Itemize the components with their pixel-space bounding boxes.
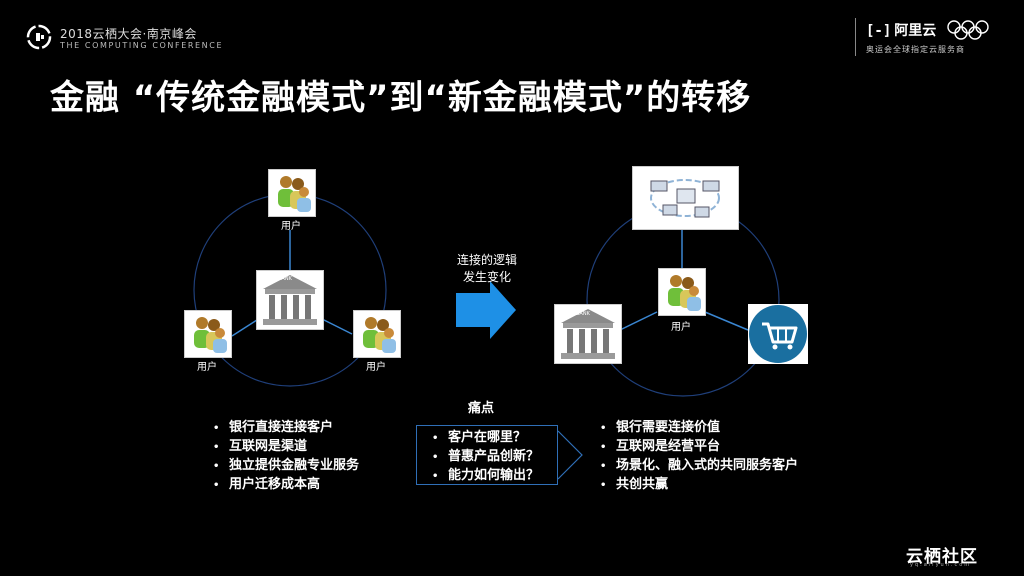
list-item: 普惠产品创新？ [432,448,539,467]
user-group-icon [184,310,232,358]
shopping-cart-card [748,304,808,364]
slide-title: 金融 “传统金融模式”到“新金融模式”的转移 [50,78,752,118]
arrow-caption-line2: 发生变化 [462,270,511,284]
olympic-rings-icon [947,20,989,40]
pain-points-list: 客户在哪里？ 普惠产品创新？ 能力如何输出？ [432,429,539,486]
aliyun-brand-text: 阿里云 [894,23,937,39]
list-item: 互联网是渠道 [213,438,359,457]
list-item: 场景化、融入式的共同服务客户 [600,457,798,476]
bank-text: BANK [576,311,590,317]
conference-logo-icon [26,24,52,50]
list-item: 独立提供金融专业服务 [213,457,359,476]
list-item: 互联网是经营平台 [600,438,798,457]
header-divider [855,18,856,56]
connector-right-right [704,311,749,331]
pain-points-title: 痛点 [468,401,495,416]
aliyun-bracket-icon: [-] [866,23,892,39]
shopping-cart-icon [749,305,807,363]
list-item: 银行需要连接价值 [600,419,798,438]
connector-right [319,317,353,335]
aliyun-tagline: 奥运会全球指定云服务商 [866,45,965,54]
arrow-caption: 连接的逻辑 发生变化 [432,252,542,286]
new-model-list: 银行需要连接价值 互联网是经营平台 场景化、融入式的共同服务客户 共创共赢 [600,419,798,495]
community-url: yq.aliyun.com [910,562,972,568]
aliyun-logo: [-]阿里云 [866,20,936,40]
conference-subtitle: THE COMPUTING CONFERENCE [60,41,224,50]
transition-arrow-icon [456,281,516,339]
user-label: 用户 [197,362,217,373]
traditional-model-list: 银行直接连接客户 互联网是渠道 独立提供金融专业服务 用户迁移成本高 [213,419,359,495]
list-item: 共创共赢 [600,476,798,495]
community-logo: 云栖社区 [906,547,978,567]
user-label: 用户 [366,362,386,373]
arrow-caption-line1: 连接的逻辑 [456,253,517,267]
user-label: 用户 [281,221,301,232]
list-item: 用户迁移成本高 [213,476,359,495]
bank-icon [256,270,324,330]
list-item: 能力如何输出？ [432,467,539,486]
user-group-icon [658,268,706,316]
list-item: 银行直接连接客户 [213,419,359,438]
list-item: 客户在哪里？ [432,429,539,448]
network-diagram-icon [632,166,739,230]
connector-right-left [619,311,658,331]
user-group-icon [353,310,401,358]
conference-title: 2018云栖大会·南京峰会 [60,27,197,41]
bank-text: BANK [278,276,292,282]
chevron-right-icon [557,430,583,480]
bank-icon [554,304,622,364]
user-label: 用户 [671,322,691,333]
user-group-icon [268,169,316,217]
connector-left [231,317,261,337]
